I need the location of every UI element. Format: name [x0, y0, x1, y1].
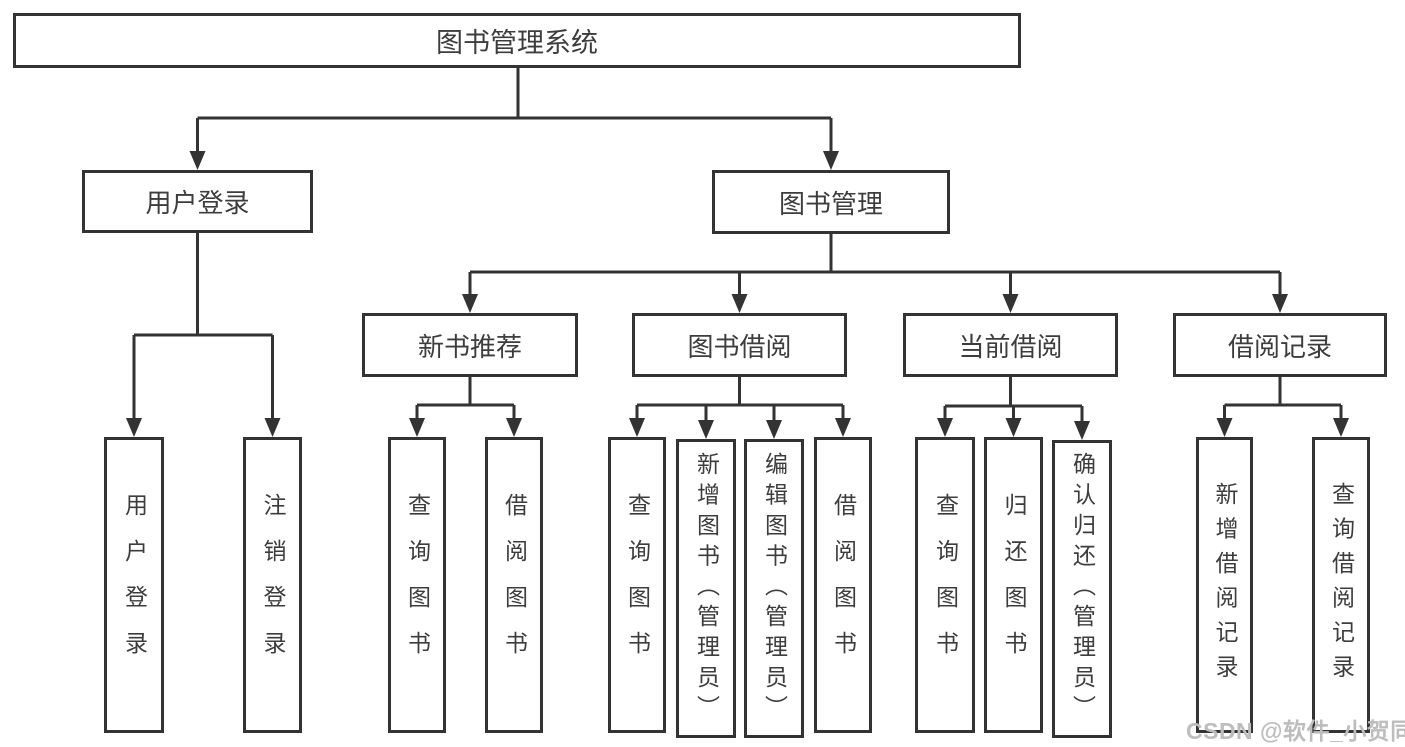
leaf-user-login-label: 用户登录	[121, 493, 148, 677]
node-book-borrowing-label: 图书借阅	[687, 331, 792, 362]
leaf-add-borrow-record-label: 新增借阅记录	[1212, 481, 1238, 689]
leaf-confirm-return-admin: 确认归还（管理员）	[1052, 440, 1112, 738]
node-root-label: 图书管理系统	[436, 28, 598, 58]
leaf-borrow-books-1: 借阅图书	[485, 437, 543, 733]
leaf-return-books-label: 归还图书	[1001, 493, 1027, 677]
node-current-borrowing-label: 当前借阅	[958, 331, 1063, 362]
leaf-return-books: 归还图书	[984, 437, 1043, 733]
leaf-edit-book-admin: 编辑图书（管理员）	[744, 439, 804, 738]
node-root: 图书管理系统	[13, 13, 1021, 68]
leaf-borrow-books-2: 借阅图书	[814, 437, 872, 733]
node-book-management-label: 图书管理	[778, 188, 883, 219]
node-user-login: 用户登录	[82, 170, 313, 233]
node-book-management: 图书管理	[712, 170, 950, 234]
leaf-logout-label: 注销登录	[260, 493, 286, 677]
leaf-logout: 注销登录	[243, 437, 302, 733]
node-new-book-recommend-label: 新书推荐	[417, 331, 522, 362]
node-user-login-label: 用户登录	[145, 188, 250, 218]
leaf-query-books-3: 查询图书	[915, 437, 975, 733]
leaf-query-books-1-label: 查询图书	[404, 493, 431, 677]
leaf-user-login: 用户登录	[104, 437, 164, 733]
leaf-add-book-admin: 新增图书（管理员）	[676, 439, 736, 738]
node-new-book-recommend: 新书推荐	[362, 313, 578, 377]
leaf-borrow-books-1-label: 借阅图书	[501, 493, 528, 677]
leaf-edit-book-admin-label: 编辑图书（管理员）	[761, 451, 788, 726]
arrowheads	[126, 151, 1349, 440]
tree-edges	[132, 68, 1343, 425]
watermark: CSDN @软件_小贺同学	[1186, 718, 1405, 744]
node-book-borrowing: 图书借阅	[632, 313, 847, 377]
leaf-query-borrow-record-label: 查询借阅记录	[1328, 481, 1355, 689]
node-current-borrowing: 当前借阅	[903, 313, 1118, 377]
leaf-query-books-1: 查询图书	[388, 437, 446, 733]
leaf-query-books-2: 查询图书	[608, 437, 666, 733]
leaf-add-book-admin-label: 新增图书（管理员）	[693, 451, 720, 726]
leaf-query-borrow-record: 查询借阅记录	[1312, 437, 1370, 733]
leaf-borrow-books-2-label: 借阅图书	[830, 493, 857, 677]
leaf-add-borrow-record: 新增借阅记录	[1196, 437, 1253, 733]
node-borrowing-records: 借阅记录	[1173, 313, 1387, 377]
leaf-query-books-2-label: 查询图书	[624, 493, 651, 677]
leaf-confirm-return-admin-label: 确认归还（管理员）	[1069, 452, 1096, 726]
leaf-query-books-3-label: 查询图书	[932, 493, 959, 677]
node-borrowing-records-label: 借阅记录	[1227, 331, 1332, 362]
